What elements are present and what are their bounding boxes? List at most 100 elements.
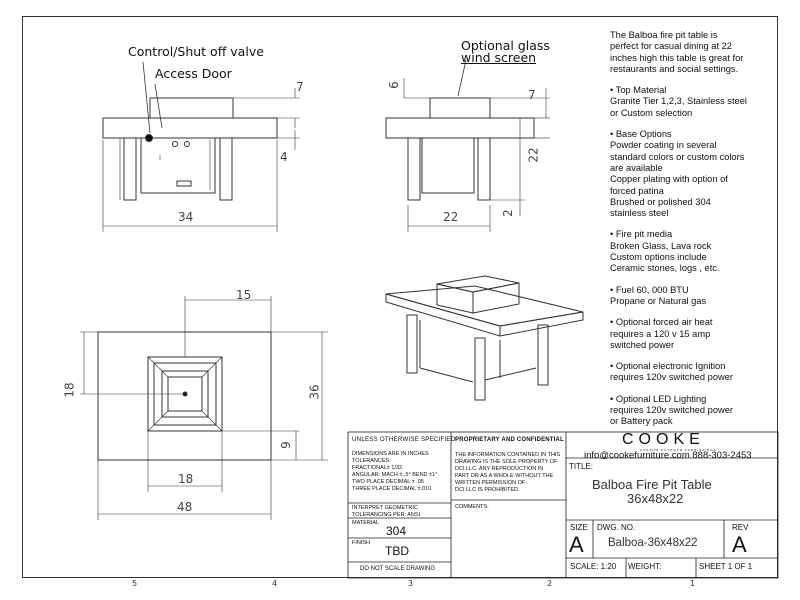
desc-base-options: • Base Options Powder coating in several…	[610, 129, 780, 219]
tb-finish: TBD	[385, 544, 409, 558]
tb-geometric-line: TOLERANCING PER: ANSI	[352, 512, 421, 518]
zone-5: 5	[132, 579, 138, 588]
tb-size-label: SIZE	[570, 523, 588, 532]
desc-line: • Fire pit media	[610, 229, 673, 240]
top-dim-burner-width: 18	[178, 472, 194, 486]
side-dim-screen-height: 6	[386, 81, 401, 89]
desc-line: perfect for casual dining at 22	[610, 41, 732, 52]
title-block-grid	[347, 431, 779, 579]
tb-tolerances: DIMENSIONS ARE IN INCHES TOLERANCES: FRA…	[352, 451, 437, 493]
side-dim-base-gap: 2	[500, 209, 515, 217]
tb-dwg-no: Balboa-36x48x22	[608, 537, 698, 549]
side-dim-depth: 22	[443, 210, 459, 224]
desc-ignition: • Optional electronic Ignition requires …	[610, 361, 780, 384]
front-dim-top-height: 7	[296, 80, 304, 94]
desc-line: Granite Tier 1,2,3, Stainless steel	[610, 96, 747, 107]
tb-do-not-scale: DO NOT SCALE DRAWING	[360, 566, 436, 572]
glass-screen-callout-line2: wind screen	[461, 50, 537, 65]
zone-1: 1	[690, 579, 696, 588]
company-logo-subtitle: CUSTOM OUTDOOR FURNISHINGS	[640, 448, 717, 452]
side-dim-table-height: 22	[526, 147, 541, 163]
desc-line: restaurants and social settings.	[610, 63, 739, 74]
desc-line: are available	[610, 162, 663, 173]
desc-line: switched power	[610, 339, 675, 350]
desc-line: requires a 120 v 15 amp	[610, 328, 711, 339]
drawing-title: Balboa Fire Pit Table	[592, 477, 712, 492]
isometric-view	[385, 275, 584, 401]
desc-line: inches high this table is great for	[610, 52, 744, 63]
tb-weight: WEIGHT:	[628, 562, 662, 571]
tb-size: A	[569, 532, 584, 557]
desc-line: Powder coating in several	[610, 140, 717, 151]
top-dim-burner-inset: 15	[236, 288, 252, 302]
tb-proprietary-line: DCI LLC. ANY REPRODUCTION IN	[455, 466, 544, 472]
desc-line: stainless steel	[610, 208, 669, 219]
desc-line: Propane or Natural gas	[610, 295, 707, 306]
drawing-title-size: 36x48x22	[627, 491, 684, 506]
top-view	[80, 296, 328, 520]
side-view	[385, 59, 550, 232]
desc-line: • Optional forced air heat	[610, 317, 713, 328]
tb-proprietary-text: THE INFORMATION CONTAINED IN THIS DRAWIN…	[455, 452, 560, 494]
desc-line: forced patina	[610, 185, 664, 196]
tb-tolerance-line: FRACTIONAL± 1/32	[352, 465, 403, 471]
tb-proprietary-title: PROPRIETARY AND CONFIDENTIAL	[455, 437, 564, 443]
tb-rev: A	[732, 532, 747, 557]
tb-geometric-line: INTERPRET GEOMETRIC	[352, 505, 418, 511]
tb-proprietary-line: WRITTEN PERMISSION OF	[455, 480, 526, 486]
desc-line: standard colors or custom colors	[610, 151, 745, 162]
front-dim-apron-height: 4	[280, 150, 288, 164]
company-logo: COOKE	[622, 431, 705, 448]
desc-line: or Battery pack	[610, 416, 673, 427]
product-description: The Balboa fire pit table is perfect for…	[610, 30, 780, 438]
front-dim-width: 34	[178, 210, 194, 224]
glass-screen-callout-line1: Optional glass	[461, 38, 550, 53]
tb-proprietary-line: PART OR AS A WHOLE WITHOUT THE	[455, 473, 554, 479]
control-valve-callout: Control/Shut off valve	[128, 44, 264, 59]
desc-line: Broken Glass, Lava rock	[610, 240, 712, 251]
tb-tolerance-line: THREE PLACE DECIMAL ±.010	[352, 486, 432, 492]
tb-proprietary-line: DRAWING IS THE SOLE PROPERTY OF	[455, 459, 558, 465]
tb-dwg-label: DWG. NO.	[597, 523, 636, 532]
tb-scale: SCALE: 1:20	[570, 562, 617, 571]
tb-comments: COMMENTS:	[455, 504, 489, 510]
desc-line: Brushed or polished 304	[610, 196, 711, 207]
top-dim-left-depth: 18	[62, 382, 77, 398]
tb-finish-label: FINISH	[352, 540, 371, 546]
top-dim-right-inset: 9	[278, 441, 293, 449]
tb-proprietary-line: DCI LLC IS PROHIBITED.	[455, 487, 520, 493]
zone-3: 3	[408, 579, 414, 588]
desc-line: requires 120v switched power	[610, 372, 733, 383]
desc-line: • Fuel 60, 000 BTU	[610, 284, 689, 295]
desc-line: Copper plating with option of	[610, 174, 728, 185]
desc-line: Ceramic stones, logs , etc.	[610, 263, 720, 274]
desc-line: or Custom selection	[610, 107, 693, 118]
tb-tolerance-line: ANGULAR: MACH ± .5° BEND ±1°	[352, 472, 438, 478]
front-view	[102, 61, 300, 232]
desc-line: Custom options include	[610, 252, 707, 263]
tb-tolerance-line: DIMENSIONS ARE IN INCHES	[352, 451, 429, 457]
desc-fire-media: • Fire pit media Broken Glass, Lava rock…	[610, 229, 780, 274]
desc-line: requires 120v switched power	[610, 405, 733, 416]
access-door-callout: Access Door	[155, 66, 232, 81]
zone-2: 2	[547, 579, 553, 588]
tb-sheet: SHEET 1 OF 1	[699, 562, 753, 571]
tb-title-label: TITLE:	[569, 462, 594, 471]
desc-line: • Base Options	[610, 129, 672, 140]
tb-material-label: MATERIAL	[352, 520, 380, 526]
tb-rev-label: REV	[732, 523, 749, 532]
drawing-frame	[22, 16, 778, 578]
desc-line: • Optional LED Lighting	[610, 393, 707, 404]
desc-line: • Top Material	[610, 85, 667, 96]
zone-4: 4	[272, 579, 278, 588]
side-dim-overhang: 7	[528, 88, 536, 102]
tb-proprietary-line: THE INFORMATION CONTAINED IN THIS	[455, 452, 561, 458]
desc-top-material: • Top Material Granite Tier 1,2,3, Stain…	[610, 85, 780, 119]
desc-led: • Optional LED Lighting requires 120v sw…	[610, 394, 780, 428]
desc-line: • Optional electronic Ignition	[610, 361, 726, 372]
top-dim-overall-width: 48	[177, 500, 193, 514]
desc-intro: The Balboa fire pit table is perfect for…	[610, 30, 780, 75]
tb-contact: info@cookefurniture.com 888-303-2453	[584, 450, 752, 461]
top-dim-overall-depth: 36	[307, 384, 322, 400]
